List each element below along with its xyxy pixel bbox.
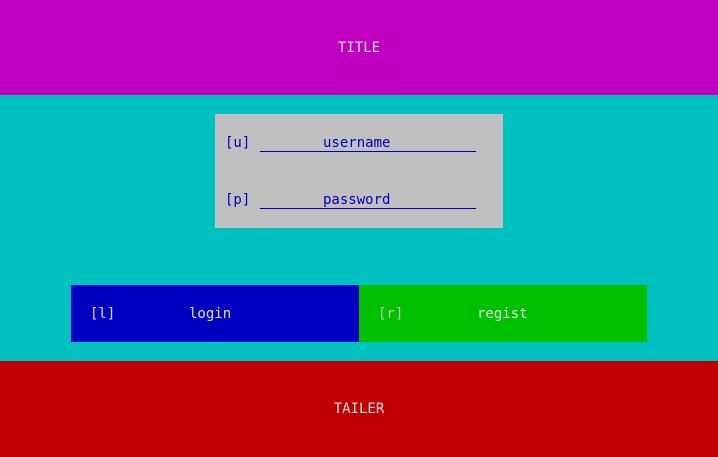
password-row: [p] password	[225, 190, 476, 210]
username-field[interactable]: username	[260, 134, 476, 152]
username-shortcut-key: [u]	[225, 135, 251, 151]
login-button[interactable]: [l] login	[71, 285, 359, 342]
tailer-bar: TAILER	[0, 361, 718, 457]
username-row: [u] username	[225, 133, 476, 153]
login-form: [u] username [p] password	[215, 114, 503, 228]
password-value: password	[323, 191, 391, 208]
username-value: username	[323, 134, 391, 151]
main-area: [u] username [p] password [l] login [r] …	[0, 95, 718, 361]
regist-label: regist	[477, 305, 528, 322]
password-field[interactable]: password	[260, 191, 476, 209]
password-shortcut-key: [p]	[225, 192, 251, 208]
title-bar: TITLE	[0, 0, 718, 95]
tailer-text: TAILER	[333, 401, 385, 417]
regist-button[interactable]: [r] regist	[359, 285, 647, 342]
regist-shortcut-key: [r]	[378, 305, 404, 322]
title-text: TITLE	[337, 39, 381, 56]
login-shortcut-key: [l]	[90, 305, 116, 322]
login-label: login	[189, 305, 232, 322]
